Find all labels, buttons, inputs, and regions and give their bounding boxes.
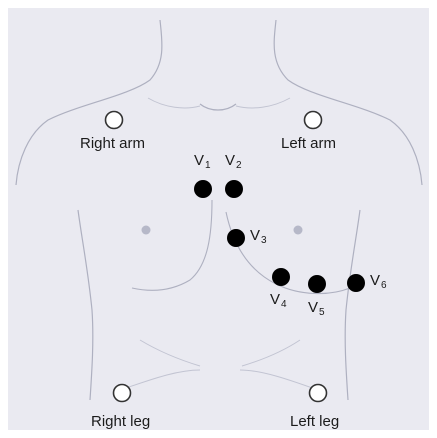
v4-electrode [272, 268, 290, 286]
sternal-notch [200, 104, 236, 110]
nipple-left [142, 226, 151, 235]
v3-electrode [227, 229, 245, 247]
right-leg-electrode [114, 385, 131, 402]
v1-letter: V [194, 152, 204, 169]
left-leg-label: Left leg [290, 414, 339, 429]
lower-torso-right [242, 340, 300, 366]
v5-letter: V [308, 299, 318, 316]
v5-label: V5 [308, 300, 325, 318]
v2-subscript: 2 [236, 160, 242, 171]
v6-subscript: 6 [381, 280, 387, 291]
v4-label: V4 [270, 292, 287, 310]
v5-electrode [308, 275, 326, 293]
v2-electrode [225, 180, 243, 198]
neck-left-line [16, 20, 162, 185]
right-arm-electrode [106, 112, 123, 129]
v6-electrode [347, 274, 365, 292]
v6-letter: V [370, 272, 380, 289]
v2-letter: V [225, 152, 235, 169]
v4-subscript: 4 [281, 299, 287, 310]
v2-label: V2 [225, 153, 242, 171]
v3-letter: V [250, 227, 260, 244]
lower-torso-curve-left [120, 370, 200, 390]
right-arm-label: Right arm [80, 136, 145, 151]
nipple-right [294, 226, 303, 235]
lower-torso-curve-right [240, 370, 318, 390]
clavicle-right [236, 98, 290, 108]
left-leg-electrode [310, 385, 327, 402]
torso-right-side [345, 210, 360, 400]
v6-label: V6 [370, 273, 387, 291]
v1-subscript: 1 [205, 160, 211, 171]
torso-left-side [78, 210, 93, 400]
v1-label: V1 [194, 153, 211, 171]
left-arm-electrode [305, 112, 322, 129]
chest-line-left [132, 200, 212, 290]
clavicle-left [148, 98, 200, 108]
left-arm-label: Left arm [281, 136, 336, 151]
v1-electrode [194, 180, 212, 198]
neck-right-line [274, 20, 422, 185]
v5-subscript: 5 [319, 307, 325, 318]
lower-torso-left [140, 340, 200, 366]
v3-subscript: 3 [261, 235, 267, 246]
v4-letter: V [270, 291, 280, 308]
right-leg-label: Right leg [91, 414, 150, 429]
v3-label: V3 [250, 228, 267, 246]
